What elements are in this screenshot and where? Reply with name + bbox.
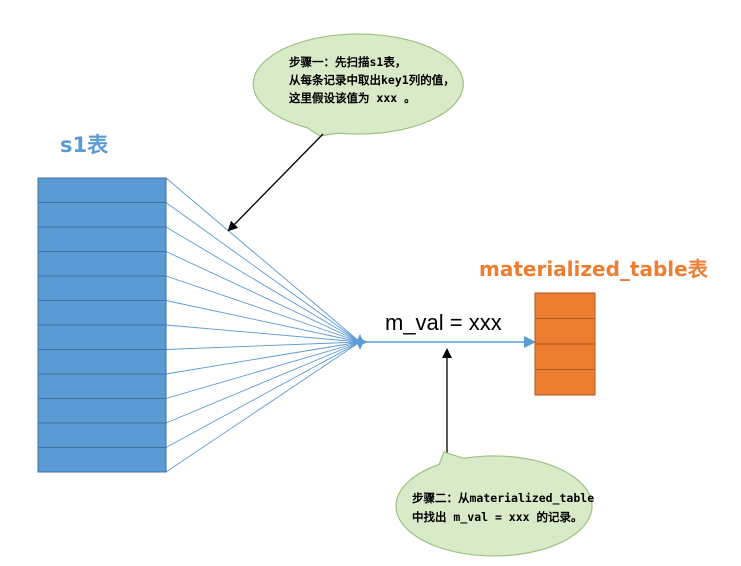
callout-step1-line-3: 这里假设该值为 xxx 。: [289, 91, 416, 105]
fan-line: [165, 300, 361, 343]
materialized-table-title: materialized_table表: [479, 257, 709, 281]
m-val-label: m_val = xxx: [385, 310, 502, 335]
s1-table-row: [37, 275, 167, 301]
fan-line: [165, 251, 361, 343]
fan-line: [165, 177, 361, 343]
s1-table-row: [37, 324, 167, 350]
fan-line: [165, 226, 361, 343]
callout-step2: 步骤二：从materialized_table 中找出 m_val = xxx …: [395, 451, 594, 557]
fan-line: [165, 341, 361, 399]
fan-line: [165, 341, 361, 424]
s1-table-row: [37, 202, 167, 228]
step1-pointer-arrow: [227, 133, 324, 232]
s1-table-row: [37, 447, 167, 473]
s1-table-row: [37, 177, 167, 203]
callout-step1-line-2: 从每条记录中取出key1列的值，: [289, 73, 455, 87]
fan-lines: [165, 177, 361, 473]
s1-table-row: [37, 349, 167, 375]
fan-line: [165, 341, 361, 375]
materialized-table-row: [534, 369, 596, 396]
s1-table-row: [37, 373, 167, 399]
callout-step2-bubble: [395, 451, 593, 557]
callout-step2-line-1: 步骤二：从materialized_table: [412, 491, 594, 506]
callout-step1: 步骤一：先扫描s1表， 从每条记录中取出key1列的值， 这里假设该值为 xxx…: [252, 33, 464, 137]
s1-table-row: [37, 251, 167, 277]
convergence-point-icon: [352, 334, 368, 350]
fan-line: [165, 341, 361, 448]
fan-line: [165, 341, 361, 350]
materialized-table-row: [534, 318, 596, 345]
materialized-table-row: [534, 292, 596, 319]
materialized-table: [534, 292, 596, 396]
callout-step1-line-1: 步骤一：先扫描s1表，: [289, 55, 406, 69]
s1-table-row: [37, 422, 167, 448]
callout-step1-bubble: [252, 33, 464, 137]
fan-line: [165, 275, 361, 343]
fan-line: [165, 341, 361, 473]
callout-step2-line-2: 中找出 m_val = xxx 的记录。: [412, 510, 583, 525]
fan-line: [165, 324, 361, 343]
s1-table-title: s1表: [60, 133, 109, 157]
s1-table-row: [37, 226, 167, 252]
fan-line: [165, 202, 361, 343]
s1-table-row: [37, 300, 167, 326]
s1-table-row: [37, 398, 167, 424]
s1-table: [37, 177, 167, 473]
materialized-table-row: [534, 343, 596, 370]
